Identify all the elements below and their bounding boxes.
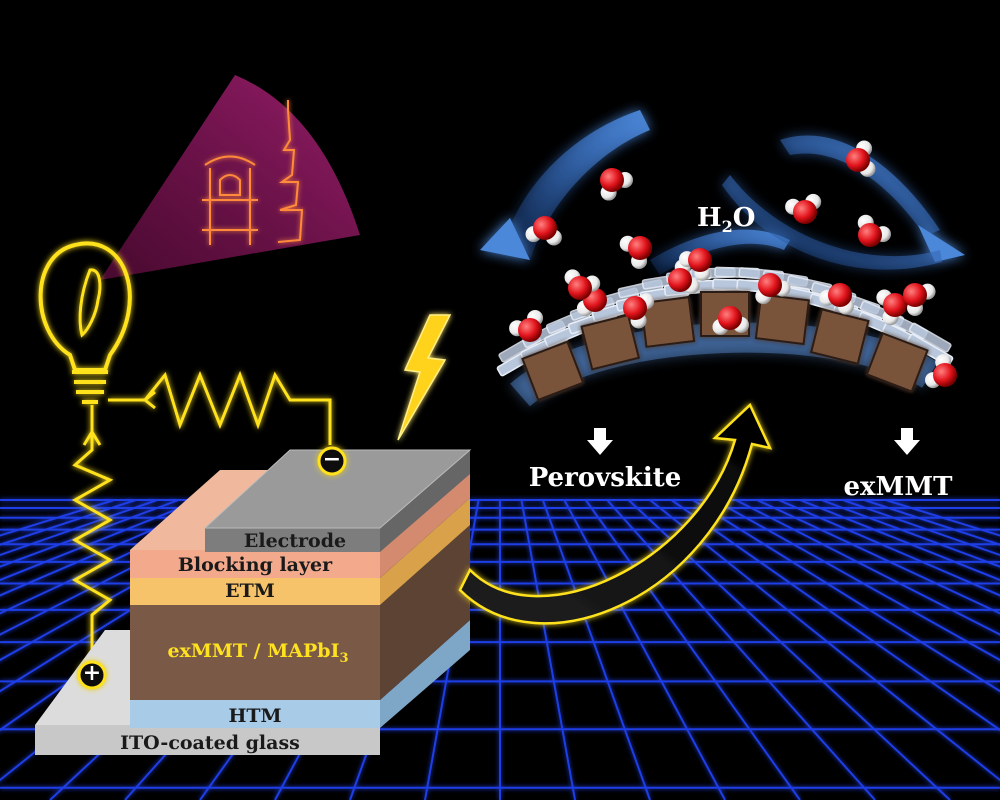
grid-line <box>670 499 1000 732</box>
grid-line <box>756 499 1000 615</box>
grid-line <box>606 499 876 800</box>
water-molecule <box>876 289 907 326</box>
grid-line <box>799 499 1000 582</box>
light-beam <box>100 75 360 280</box>
grid-line <box>842 499 1000 557</box>
circuit <box>71 370 332 665</box>
water-molecule <box>819 283 854 315</box>
water-molecule <box>925 354 957 389</box>
grid-line <box>584 499 801 800</box>
water-molecule <box>623 293 655 329</box>
perovskite-cube <box>580 313 641 371</box>
device-stack <box>35 449 472 755</box>
grid-line <box>0 499 201 582</box>
positive-terminal <box>77 660 107 690</box>
water-subscript: 2 <box>721 217 733 237</box>
positive-sign: + <box>82 660 102 686</box>
water-h: H <box>697 203 722 233</box>
water-molecule <box>619 235 652 269</box>
grid-line <box>692 499 1000 693</box>
water-molecule <box>525 216 562 246</box>
electrode-label: Electrode <box>243 530 347 552</box>
water-molecule <box>755 273 791 305</box>
grid-line <box>563 499 726 800</box>
water-o: O <box>732 203 756 233</box>
perovskite-label: Perovskite <box>528 463 682 493</box>
grid-line <box>0 499 158 557</box>
negative-terminal <box>317 446 347 476</box>
grid-line <box>520 499 576 800</box>
water-molecule <box>846 140 876 177</box>
negative-sign: − <box>322 446 342 472</box>
grid-line <box>649 499 1000 782</box>
perovskite-arch <box>496 266 954 407</box>
perovskite-cube <box>809 308 870 365</box>
down-arrow-icon <box>587 428 613 455</box>
water-flow-arrows <box>480 110 965 275</box>
absorber-label: exMMT / MAPbI3 <box>138 640 378 666</box>
water-molecule <box>679 248 712 281</box>
grid-line <box>821 499 1000 568</box>
water-molecule <box>785 193 822 224</box>
perovskite-cube <box>865 331 929 393</box>
blocking-layer-label: Blocking layer <box>177 554 333 576</box>
perovskite-cube <box>754 293 811 346</box>
grid-line <box>541 499 651 800</box>
water-molecules <box>509 140 957 389</box>
water-label: H2O <box>697 203 755 236</box>
water-molecule <box>600 168 633 201</box>
htm-label: HTM <box>228 705 282 727</box>
landmark-icons <box>202 100 304 245</box>
down-arrow-icon <box>894 428 920 455</box>
water-molecule <box>903 283 936 316</box>
exmmt-label: exMMT <box>843 472 953 502</box>
absorber-subscript: 3 <box>339 650 349 666</box>
ito-glass-label: ITO-coated glass <box>120 732 300 754</box>
curved-arrow <box>458 402 773 625</box>
water-molecule <box>712 306 750 335</box>
light-bulb <box>38 241 132 404</box>
down-arrow-icons <box>587 428 920 455</box>
water-molecule <box>509 310 544 342</box>
etm-label: ETM <box>225 580 275 602</box>
grid-line <box>735 499 1000 636</box>
absorber-text: exMMT / MAPbI <box>167 640 340 662</box>
grid-line <box>778 499 1000 597</box>
water-molecule <box>564 269 601 300</box>
water-molecule <box>857 214 891 247</box>
grid-line <box>713 499 1000 662</box>
exmmt-plate <box>908 322 952 353</box>
lightning-icon <box>397 314 452 441</box>
grid-line <box>0 499 222 597</box>
grid-line <box>0 499 179 568</box>
perovskite-cube <box>521 340 585 402</box>
